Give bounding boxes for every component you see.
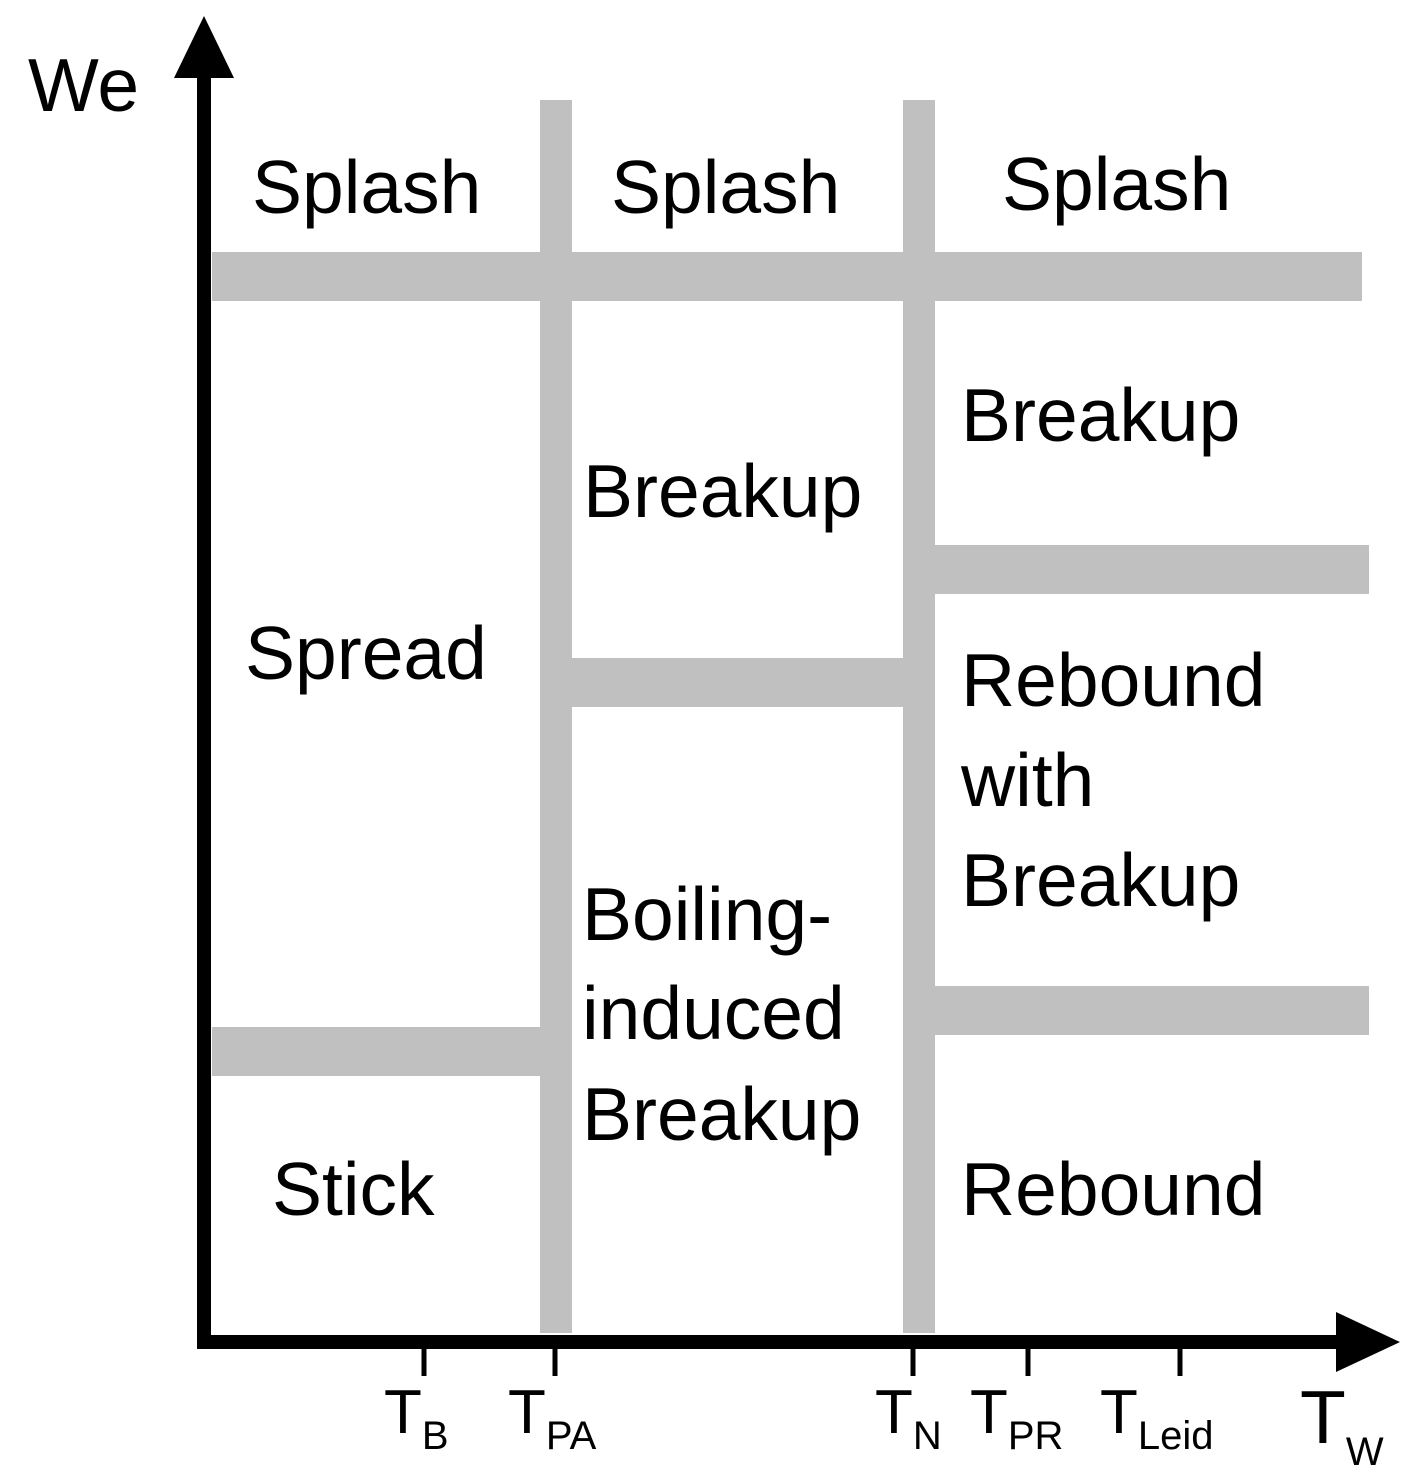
boundary-tpa-vertical <box>540 100 572 1333</box>
x-axis-title: TW <box>1300 1375 1384 1474</box>
tick-label-tpr: TPR <box>970 1378 1063 1458</box>
boundary-splash-horizontal <box>212 252 1362 301</box>
region-breakup-mid: Breakup <box>583 449 862 533</box>
region-spread: Spread <box>245 611 487 695</box>
x-axis-arrowhead <box>1336 1312 1400 1372</box>
regime-boundaries <box>212 100 1369 1333</box>
tick-label-tpa: TPA <box>508 1378 597 1458</box>
tick-label-tb: TB <box>384 1378 449 1458</box>
region-splash-left: Splash <box>252 145 481 229</box>
region-boiling-induced-breakup: Boiling- induced Breakup <box>582 872 866 1156</box>
axes <box>174 16 1400 1376</box>
y-axis-title: We <box>28 43 139 127</box>
boundary-rebound-right-horizontal <box>935 986 1369 1035</box>
region-breakup-right: Breakup <box>961 373 1240 457</box>
region-rebound: Rebound <box>961 1147 1265 1231</box>
tick-label-tleid: TLeid <box>1100 1378 1214 1458</box>
y-axis-arrowhead <box>174 16 234 78</box>
region-labels: Splash Splash Splash Spread Stick Breaku… <box>245 142 1286 1231</box>
region-splash-right: Splash <box>1002 142 1231 226</box>
x-axis-title-main: T <box>1300 1375 1346 1459</box>
boundary-tn-vertical <box>903 100 935 1333</box>
region-splash-mid: Splash <box>611 145 840 229</box>
x-axis-title-sub: W <box>1346 1430 1384 1474</box>
region-rebound-with-breakup: Rebound with Breakup <box>960 638 1286 922</box>
boundary-breakup-mid-horizontal <box>572 658 903 707</box>
boundary-stick-horizontal <box>212 1027 540 1076</box>
boundary-breakup-right-horizontal <box>935 545 1369 594</box>
region-stick: Stick <box>272 1147 435 1231</box>
tick-labels: TB TPA TN TPR TLeid <box>384 1378 1214 1458</box>
tick-label-tn: TN <box>875 1378 942 1458</box>
